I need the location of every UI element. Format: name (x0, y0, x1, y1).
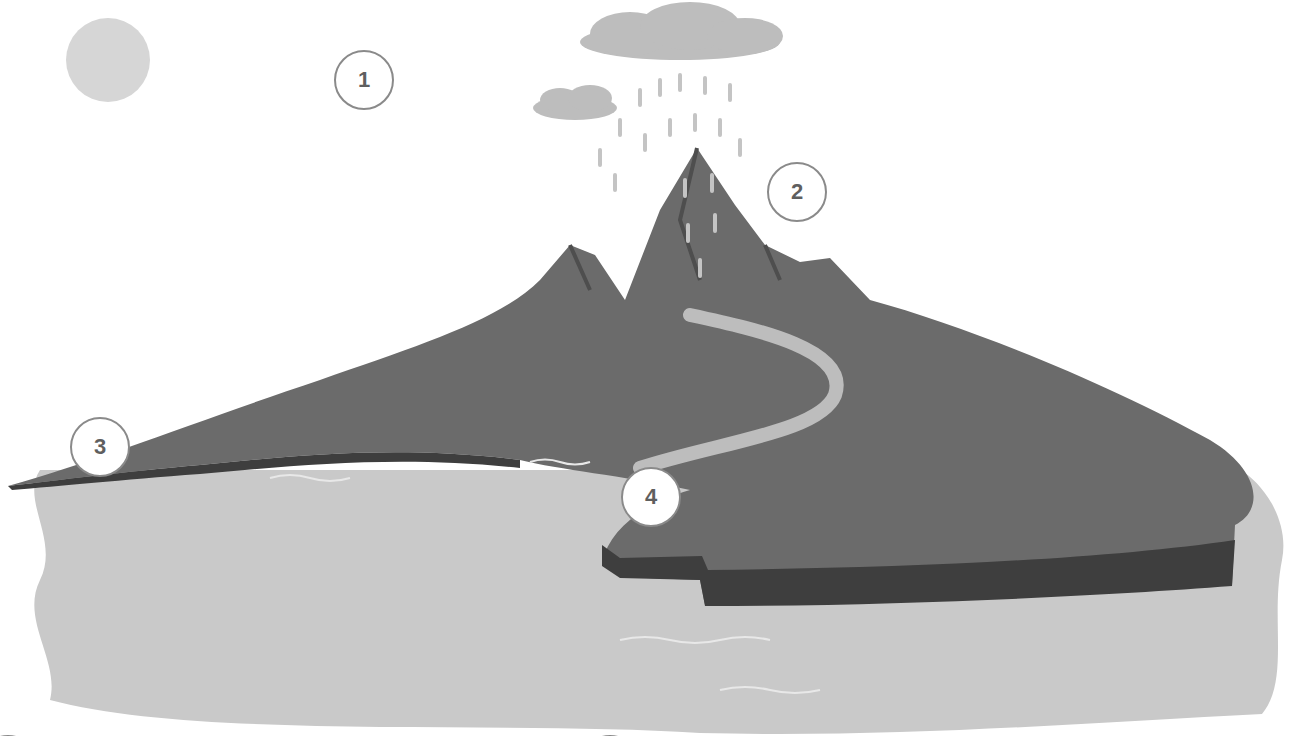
rain (600, 75, 740, 276)
callout-circle: 4 (621, 467, 681, 527)
callout-circle: 3 (70, 417, 130, 477)
river (640, 315, 837, 468)
callout-number: 3 (94, 436, 106, 458)
callout-number: 4 (645, 486, 657, 508)
callout-circle: 2 (767, 162, 827, 222)
callout-circle: 1 (334, 50, 394, 110)
callout-number: 1 (358, 69, 370, 91)
sun (66, 18, 150, 102)
wave (270, 460, 820, 694)
island (8, 148, 1254, 605)
cliff (602, 540, 1235, 606)
callout-number: 2 (791, 181, 803, 203)
rain-cloud (533, 2, 783, 120)
ridge (570, 148, 780, 290)
